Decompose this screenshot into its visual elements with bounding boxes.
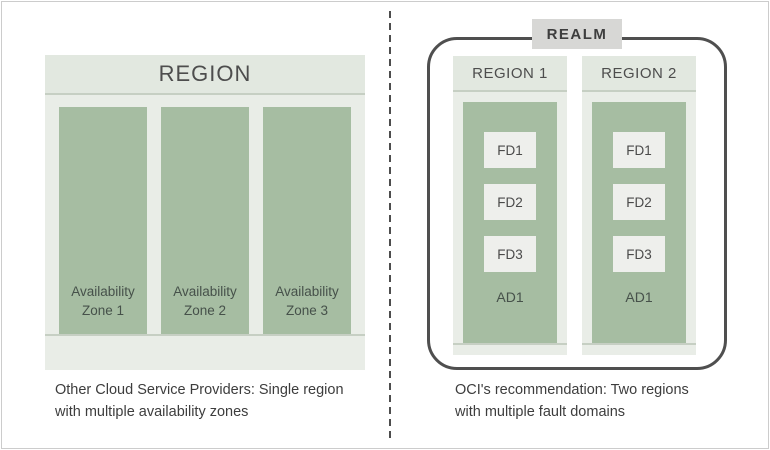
right-caption-line2: with multiple fault domains <box>455 403 626 420</box>
region-1-ad-label: AD1 <box>496 289 524 305</box>
region-2-box: REGION 2 FD1 FD2 FD3 AD1 <box>582 56 696 355</box>
region-1-body: FD1 FD2 FD3 AD1 <box>453 92 567 343</box>
region-1-title: REGION 1 <box>453 56 567 92</box>
region-1-fault-domain-1: FD1 <box>484 132 536 168</box>
left-caption: Other Cloud Service Providers: Single re… <box>55 380 344 424</box>
region-2-fault-domain-3: FD3 <box>613 236 665 272</box>
region-2-availability-domain: FD1 FD2 FD3 AD1 <box>592 102 686 343</box>
region-1-box: REGION 1 FD1 FD2 FD3 AD1 <box>453 56 567 355</box>
zone-2-label: Availability Zone 2 <box>173 284 237 319</box>
region-2-fault-domain-2: FD2 <box>613 184 665 220</box>
availability-zone-1: Availability Zone 1 <box>59 107 147 334</box>
region-1-fault-domain-2: FD2 <box>484 184 536 220</box>
region-2-title: REGION 2 <box>582 56 696 92</box>
realm-label: REALM <box>532 19 622 49</box>
region-1-availability-domain: FD1 FD2 FD3 AD1 <box>463 102 557 343</box>
availability-zone-2: Availability Zone 2 <box>161 107 249 334</box>
region-2-ad-label: AD1 <box>625 289 653 305</box>
region-title: REGION <box>45 55 365 95</box>
region-2-fault-domain-1: FD1 <box>613 132 665 168</box>
region-2-body: FD1 FD2 FD3 AD1 <box>582 92 696 343</box>
single-region-box: REGION Availability Zone 1 Availability … <box>45 55 365 370</box>
region-1-fault-domain-3: FD3 <box>484 236 536 272</box>
left-caption-line2: with multiple availability zones <box>55 403 249 420</box>
right-caption: OCI's recommendation: Two regions with m… <box>455 380 689 424</box>
zone-3-label: Availability Zone 3 <box>275 284 339 319</box>
right-caption-line1: OCI's recommendation: Two regions <box>455 382 689 398</box>
zones-container: Availability Zone 1 Availability Zone 2 … <box>45 95 365 334</box>
region-1-footer <box>453 343 567 355</box>
region-footer <box>45 334 365 370</box>
dashed-divider <box>389 11 391 438</box>
left-caption-line1: Other Cloud Service Providers: Single re… <box>55 382 344 398</box>
region-2-footer <box>582 343 696 355</box>
zone-1-label: Availability Zone 1 <box>71 284 135 319</box>
availability-zone-3: Availability Zone 3 <box>263 107 351 334</box>
